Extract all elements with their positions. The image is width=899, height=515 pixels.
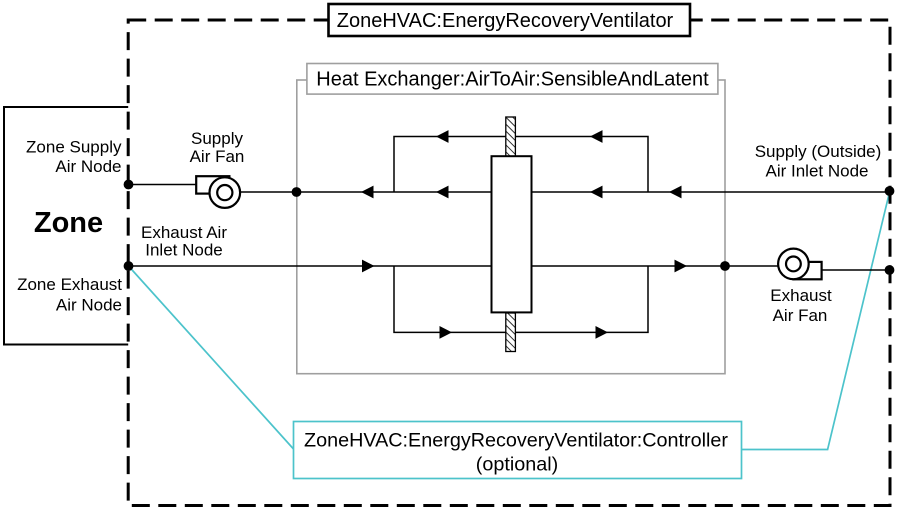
svg-text:Air Fan: Air Fan xyxy=(773,306,828,325)
svg-text:Heat Exchanger:AirToAir:Sensib: Heat Exchanger:AirToAir:SensibleAndLaten… xyxy=(316,69,709,91)
svg-text:Zone Exhaust: Zone Exhaust xyxy=(17,275,122,294)
svg-text:Inlet Node: Inlet Node xyxy=(145,241,223,260)
svg-text:Air Node: Air Node xyxy=(55,157,121,176)
svg-text:Air Fan: Air Fan xyxy=(190,147,245,166)
svg-text:Zone: Zone xyxy=(34,207,103,239)
svg-text:Exhaust Air: Exhaust Air xyxy=(141,223,227,242)
svg-text:ZoneHVAC:EnergyRecoveryVentila: ZoneHVAC:EnergyRecoveryVentilator:Contro… xyxy=(304,430,728,452)
svg-text:Zone Supply: Zone Supply xyxy=(26,138,122,157)
svg-text:Supply: Supply xyxy=(191,129,243,148)
svg-text:Air Inlet Node: Air Inlet Node xyxy=(766,162,869,181)
svg-text:Supply (Outside): Supply (Outside) xyxy=(755,142,882,161)
svg-text:ZoneHVAC:EnergyRecoveryVentila: ZoneHVAC:EnergyRecoveryVentilator xyxy=(337,10,674,32)
svg-text:(optional): (optional) xyxy=(476,454,558,476)
svg-text:Air Node: Air Node xyxy=(56,296,122,315)
svg-text:Exhaust: Exhaust xyxy=(770,286,832,305)
